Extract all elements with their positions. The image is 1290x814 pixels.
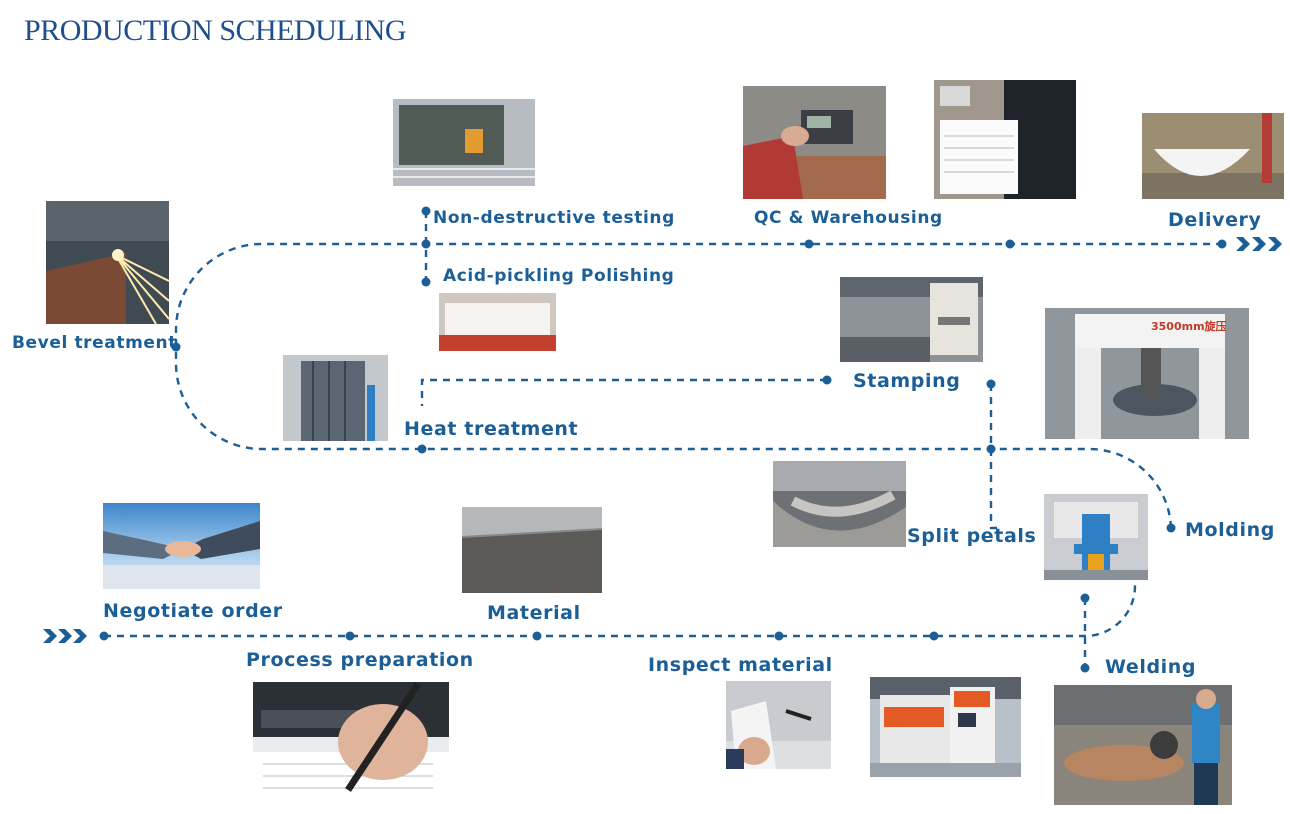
node-process-prep bbox=[345, 631, 355, 641]
delivery-photo bbox=[1142, 113, 1284, 199]
warehousing-photo bbox=[934, 80, 1076, 199]
label-stamping: Stamping bbox=[853, 370, 961, 392]
bottom-flow-line bbox=[104, 528, 1137, 638]
node-qc bbox=[804, 239, 814, 249]
steel-plate-photo bbox=[462, 507, 602, 593]
stamping-press-photo bbox=[840, 277, 983, 362]
spinning-machine-sign: 3500mm旋压 bbox=[1151, 320, 1227, 333]
handshake-photo bbox=[103, 503, 260, 589]
stamping-branch-line bbox=[420, 378, 827, 406]
cutting-machine-photo bbox=[870, 677, 1021, 777]
right-curve-line bbox=[174, 242, 1228, 529]
furnace-photo bbox=[283, 355, 388, 441]
node-molding bbox=[1166, 523, 1176, 533]
inspect-photo bbox=[726, 681, 831, 769]
split-petals-branch-line bbox=[989, 384, 1000, 530]
label-qc-warehousing: QC & Warehousing bbox=[754, 208, 943, 228]
writing-photo bbox=[253, 682, 449, 804]
node-delivery bbox=[1217, 239, 1227, 249]
node-stamping bbox=[822, 375, 832, 385]
molding-machine-photo bbox=[1044, 494, 1148, 580]
label-material: Material bbox=[487, 602, 581, 624]
label-process-preparation: Process preparation bbox=[246, 649, 474, 671]
node-warehouse bbox=[1005, 239, 1015, 249]
welding-photo bbox=[1054, 685, 1232, 805]
node-negotiate bbox=[99, 631, 109, 641]
node-split bbox=[986, 444, 996, 454]
label-inspect-material: Inspect material bbox=[648, 654, 833, 676]
label-welding: Welding bbox=[1105, 656, 1197, 678]
node-ndt-top bbox=[421, 206, 431, 216]
label-acid-pickling: Acid-pickling Polishing bbox=[443, 266, 675, 286]
spinning-machine-photo: 3500mm旋压 bbox=[1045, 308, 1249, 439]
ndt-room-photo bbox=[393, 99, 535, 186]
node-heat bbox=[417, 444, 427, 454]
node-material bbox=[532, 631, 542, 641]
label-heat-treatment: Heat treatment bbox=[404, 418, 579, 440]
node-cutting bbox=[929, 631, 939, 641]
label-bevel-treatment: Bevel treatment bbox=[12, 333, 177, 353]
node-bevel bbox=[171, 342, 181, 352]
node-stamping-right bbox=[986, 379, 996, 389]
node-ndt bbox=[421, 239, 431, 249]
node-inspect bbox=[774, 631, 784, 641]
qc-gauge-photo bbox=[743, 86, 886, 199]
node-acid bbox=[421, 277, 431, 287]
acid-pickling-photo bbox=[439, 293, 556, 351]
label-split-petals: Split petals bbox=[907, 525, 1037, 547]
label-ndt: Non-destructive testing bbox=[433, 208, 675, 228]
page-title: PRODUCTION SCHEDULING bbox=[24, 14, 407, 47]
label-delivery: Delivery bbox=[1168, 209, 1262, 231]
node-welding bbox=[1080, 663, 1090, 673]
split-petals-photo bbox=[773, 461, 906, 547]
label-negotiate-order: Negotiate order bbox=[103, 600, 283, 622]
start-chevrons bbox=[43, 629, 87, 643]
node-welding-top bbox=[1080, 593, 1090, 603]
end-chevrons bbox=[1236, 237, 1282, 251]
bevel-sparks-photo bbox=[46, 201, 169, 324]
label-molding: Molding bbox=[1185, 519, 1275, 541]
